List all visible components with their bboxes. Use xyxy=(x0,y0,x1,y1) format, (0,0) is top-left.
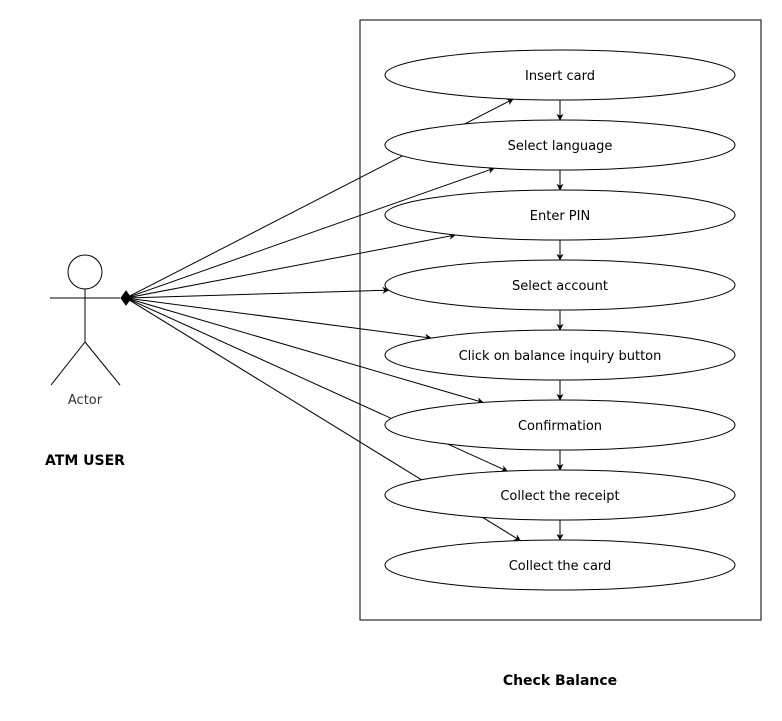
use-case-label: Collect the card xyxy=(509,559,612,574)
use-case: Click on balance inquiry button xyxy=(384,329,736,381)
use-case-ellipse xyxy=(384,49,736,101)
actor-right-leg xyxy=(84,341,121,386)
actor-head xyxy=(67,254,103,290)
use-case-ellipse xyxy=(384,259,736,311)
use-case-ellipse xyxy=(384,329,736,381)
association-arrow xyxy=(125,297,484,405)
use-case: Collect the card xyxy=(384,539,736,591)
actor-caption: ATM USER xyxy=(45,453,125,469)
use-case-label: Insert card xyxy=(525,69,595,84)
use-case-label: Select language xyxy=(508,139,613,154)
use-case: Insert card xyxy=(384,49,736,101)
association-origin-diamond xyxy=(120,290,132,306)
association-arrow xyxy=(125,297,509,472)
actor-left-leg xyxy=(50,341,86,386)
use-case-label: Collect the receipt xyxy=(500,489,619,504)
association-arrow xyxy=(125,297,432,341)
use-case-ellipse xyxy=(384,469,736,521)
use-case-label: Select account xyxy=(512,279,608,294)
use-case-ellipse xyxy=(384,539,736,591)
use-case-ellipse xyxy=(384,119,736,171)
system-boundary xyxy=(359,19,762,621)
use-case: Confirmation xyxy=(384,399,736,451)
use-case-label: Click on balance inquiry button xyxy=(459,349,662,364)
use-case-label: Confirmation xyxy=(518,419,602,434)
association-arrow xyxy=(125,232,456,299)
association-arrow xyxy=(125,286,390,299)
use-case: Select account xyxy=(384,259,736,311)
use-case-ellipse xyxy=(384,189,736,241)
use-case-label: Enter PIN xyxy=(530,209,590,224)
actor-label: Actor xyxy=(68,393,103,408)
system-caption: Check Balance xyxy=(503,673,617,689)
use-case: Enter PIN xyxy=(384,189,736,241)
association-arrow xyxy=(125,166,495,299)
use-case-ellipse xyxy=(384,399,736,451)
use-case: Collect the receipt xyxy=(384,469,736,521)
use-case: Select language xyxy=(384,119,736,171)
actor-figure xyxy=(50,254,121,386)
